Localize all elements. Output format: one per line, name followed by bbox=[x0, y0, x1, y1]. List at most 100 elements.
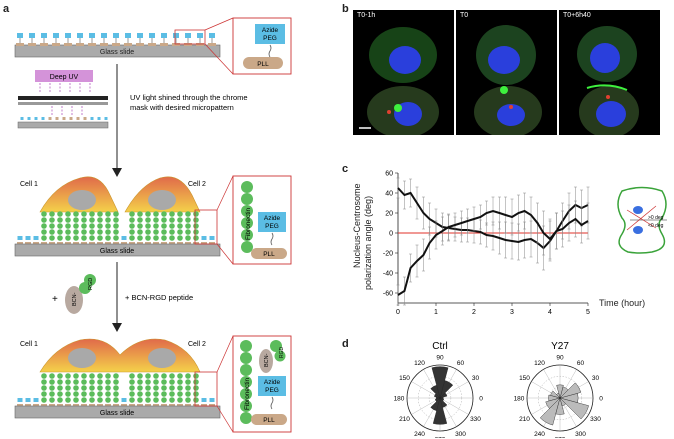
x-tick-label: 3 bbox=[510, 309, 514, 316]
fibronectin-row-2 bbox=[17, 211, 215, 245]
rose-angle-label: 90 bbox=[436, 355, 444, 362]
bcn-text: BCN- bbox=[72, 292, 78, 306]
rose-chart-ctrl: Ctrl9060300330300270240210180150120 bbox=[394, 341, 484, 439]
uv-caption-line2: mask with desired micropattern bbox=[130, 103, 234, 112]
uv-glass bbox=[18, 102, 108, 105]
x-tick-label: 2 bbox=[472, 309, 476, 316]
rose-angle-label: 90 bbox=[556, 355, 564, 362]
nucleus1-row2 bbox=[68, 190, 96, 210]
diagram-pos-label: >0 deg bbox=[648, 215, 664, 221]
deep-uv-label: Deep UV bbox=[50, 74, 79, 81]
micrograph-3: T0+6h40 bbox=[559, 10, 660, 135]
micrograph-2: T0 bbox=[456, 10, 557, 135]
rose-angle-label: 330 bbox=[470, 416, 481, 423]
inset-1-pll-text: PLL bbox=[257, 61, 269, 68]
rose-sector bbox=[439, 397, 445, 402]
rose-title: Ctrl bbox=[432, 341, 448, 352]
y-tick-label: -40 bbox=[383, 271, 393, 278]
x-tick-label: 4 bbox=[548, 309, 552, 316]
svg-text:PEG: PEG bbox=[265, 223, 279, 230]
glass-slide-label-1: Glass slide bbox=[100, 49, 134, 56]
rose-sector bbox=[431, 366, 449, 399]
bcn-molecule bbox=[65, 286, 83, 314]
panel-a-letter: a bbox=[3, 3, 10, 15]
rose-title: Y27 bbox=[551, 341, 569, 352]
inset-3-fibronectin-text: Fibronectin bbox=[244, 377, 251, 410]
peg-brush-small bbox=[20, 117, 108, 120]
chrome-mask bbox=[18, 96, 108, 100]
plus-sign: + bbox=[52, 294, 58, 305]
cell-angle-diagram: >0 deg <0 deg bbox=[617, 186, 667, 254]
inset-2-fibronectin bbox=[241, 181, 253, 253]
svg-text:PLL: PLL bbox=[263, 417, 275, 424]
rose-angle-label: 270 bbox=[435, 437, 446, 439]
glass-slide-label-3: Glass slide bbox=[100, 410, 134, 417]
svg-text:Azide: Azide bbox=[264, 379, 281, 386]
glass-slide-2 bbox=[14, 243, 221, 257]
micrograph-2-label: T0 bbox=[460, 12, 469, 19]
rose-sector bbox=[434, 393, 441, 399]
rose-angle-label: 120 bbox=[414, 360, 425, 367]
peg-brush-row-1 bbox=[16, 33, 216, 46]
inset-1-highlight bbox=[174, 29, 206, 45]
uv-rays bbox=[39, 83, 91, 93]
rose-angle-label: 270 bbox=[555, 437, 566, 439]
deep-uv-box bbox=[35, 70, 93, 82]
x-tick-label: 5 bbox=[586, 309, 590, 316]
glass-slide-3 bbox=[14, 405, 221, 419]
rose-sector bbox=[555, 397, 565, 415]
panel-b-letter: b bbox=[342, 3, 349, 15]
inset-3-rgd-text: RGD bbox=[279, 347, 285, 359]
inset-1-azide-text: Azide bbox=[262, 27, 279, 34]
cell1-label-row2: Cell 1 bbox=[20, 181, 38, 188]
rose-angle-label: 330 bbox=[590, 416, 601, 423]
x-tick-label: 0 bbox=[396, 309, 400, 316]
micrograph-3-label: T0+6h40 bbox=[563, 12, 591, 19]
rose-sector bbox=[430, 385, 441, 399]
inset-1-peg-block bbox=[255, 24, 285, 44]
rose-angle-label: 210 bbox=[399, 416, 410, 423]
series-line-2 bbox=[397, 209, 589, 296]
micrograph-1: T0-1h bbox=[353, 10, 454, 135]
nucleus2-row2 bbox=[148, 190, 176, 210]
rose-angle-label: 60 bbox=[577, 360, 585, 367]
rose-angle-label: 150 bbox=[399, 375, 410, 382]
rose-angle-label: 120 bbox=[534, 360, 545, 367]
rose-sector bbox=[559, 382, 581, 399]
y-tick-label: 0 bbox=[389, 231, 393, 238]
cell2-label-row2: Cell 2 bbox=[188, 181, 206, 188]
rose-angle-label: 180 bbox=[394, 396, 405, 403]
y-tick-label: -20 bbox=[383, 251, 393, 258]
svg-text:Azide: Azide bbox=[264, 215, 281, 222]
rose-angle-label: 150 bbox=[519, 375, 530, 382]
polarization-line-chart: -60 -40 -20 0 20 40 60 0 1 2 3 4 5 bbox=[383, 171, 590, 317]
rose-angle-label: 240 bbox=[414, 431, 425, 438]
y-tick-label: 60 bbox=[385, 171, 393, 178]
rose-angle-label: 60 bbox=[457, 360, 465, 367]
panel-a-figure: Glass slide Azide PEG PLL Deep UV UV lig… bbox=[14, 17, 292, 433]
rose-angle-label: 210 bbox=[519, 416, 530, 423]
rose-angle-label: 180 bbox=[514, 396, 525, 403]
x-tick-label: 1 bbox=[434, 309, 438, 316]
rose-sector bbox=[432, 397, 448, 425]
rose-angle-label: 0 bbox=[599, 396, 603, 403]
rose-angle-label: 240 bbox=[534, 431, 545, 438]
slide-row-1 bbox=[14, 33, 221, 58]
inset-1-pll-block bbox=[243, 57, 283, 69]
inset-1-peg-text: PEG bbox=[263, 35, 277, 42]
rose-angle-label: 0 bbox=[479, 396, 483, 403]
cell2-label-row3: Cell 2 bbox=[188, 341, 206, 348]
svg-text:PLL: PLL bbox=[263, 251, 275, 258]
uv-caption-line1: UV light shined through the chrome bbox=[130, 93, 248, 102]
rose-angle-label: 300 bbox=[455, 431, 466, 438]
y-tick-label: 20 bbox=[385, 211, 393, 218]
rose-angle-label: 300 bbox=[575, 431, 586, 438]
rose-sector bbox=[439, 397, 448, 408]
fibronectin-row-3 bbox=[17, 373, 215, 407]
rose-sector bbox=[539, 397, 561, 426]
diagram-neg-label: <0 deg bbox=[648, 223, 664, 229]
y-tick-label: -60 bbox=[383, 291, 393, 298]
y-tick-label: 40 bbox=[385, 191, 393, 198]
rose-sector bbox=[556, 384, 564, 399]
merged-cells-row3 bbox=[39, 338, 201, 373]
